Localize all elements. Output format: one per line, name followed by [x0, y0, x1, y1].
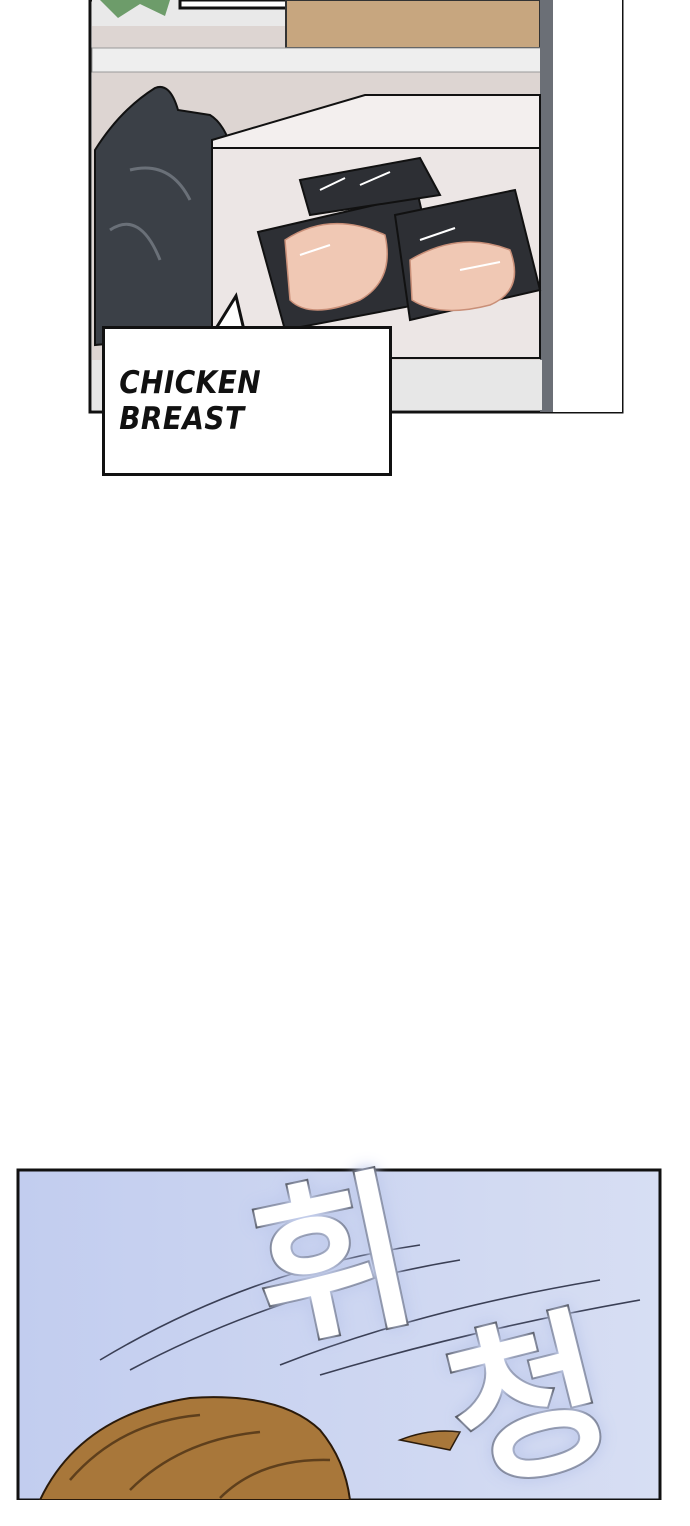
fridge-side-wall [540, 0, 554, 412]
vegetables [100, 0, 170, 18]
hair-tip [397, 1430, 462, 1451]
caption-text: CHICKEN BREAST [119, 365, 262, 437]
bag-highlight [109, 166, 192, 261]
fridge-door-gap [553, 0, 622, 412]
speed-lines [99, 1244, 641, 1376]
caption-box: CHICKEN BREAST [102, 326, 392, 476]
cardboard-box [285, 0, 541, 49]
fridge-shelf [91, 47, 543, 73]
chicken-breast-packages [256, 156, 542, 332]
sky-panel [16, 1168, 662, 1500]
hair-strands [69, 1413, 331, 1499]
fridge-panel [88, 0, 624, 414]
